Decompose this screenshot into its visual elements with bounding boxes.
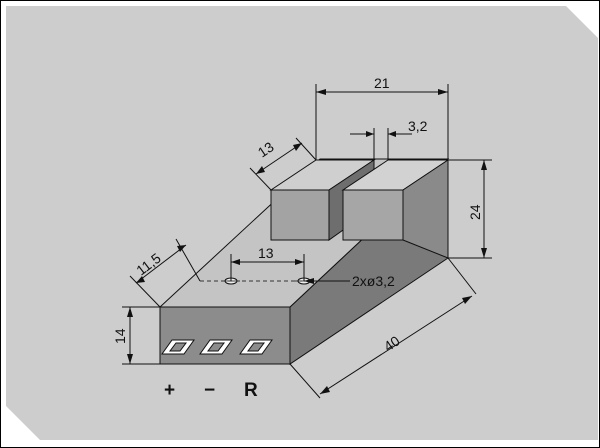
dim-block-depth: 13 xyxy=(255,138,277,160)
dim-hole-spacing: 13 xyxy=(258,245,274,261)
connector-pins xyxy=(161,339,273,355)
right-block-front xyxy=(342,189,404,241)
left-block-front xyxy=(270,189,330,241)
dim-height: 24 xyxy=(467,204,483,220)
dim-top-width: 21 xyxy=(374,75,390,91)
pin-label-minus: − xyxy=(204,380,215,401)
dim-holes: 2xø3,2 xyxy=(352,273,395,289)
base-front-face xyxy=(159,306,291,365)
pin-label-plus: + xyxy=(164,380,175,401)
dim-front-height: 14 xyxy=(112,328,128,344)
pin-label-r: R xyxy=(244,380,258,401)
dim-length: 40 xyxy=(381,332,403,354)
dim-slot-width: 3,2 xyxy=(408,118,428,134)
